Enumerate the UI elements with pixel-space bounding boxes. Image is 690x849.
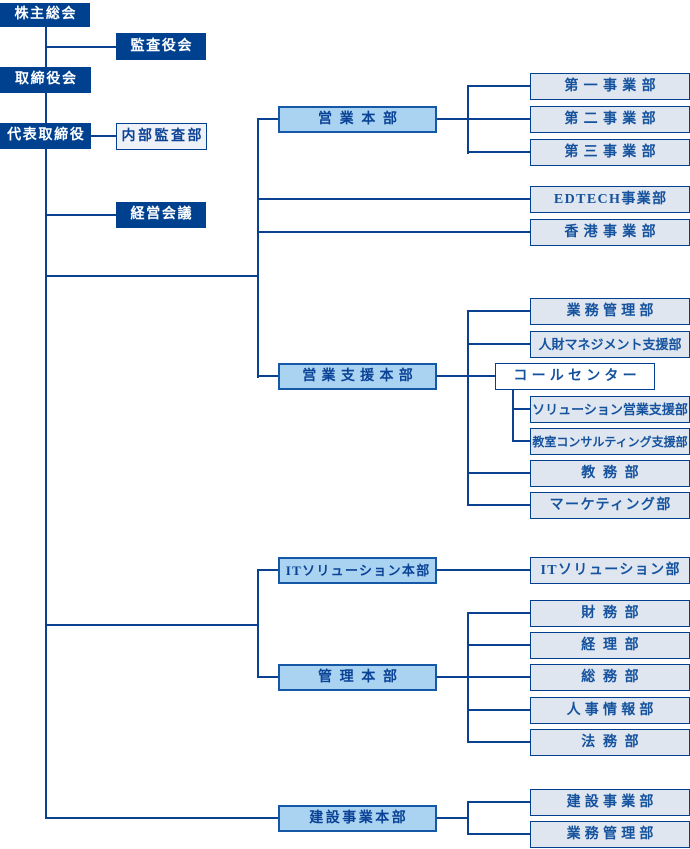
connector-construction-left [45, 817, 278, 819]
node-classroom-consulting-support: 教室コンサルティング支援部 [530, 428, 690, 455]
node-legal: 法務部 [530, 729, 690, 756]
connector-sales-hq-right [437, 118, 530, 120]
connector-construction-right [437, 817, 469, 819]
node-accounting: 経理部 [530, 632, 690, 659]
node-sales-support-hq: 営業支援本部 [278, 363, 437, 390]
connector-admin-hq-left [257, 676, 278, 678]
node-general-affairs: 総務部 [530, 664, 690, 691]
connector-hr-info [467, 709, 530, 711]
connector-div1 [467, 85, 530, 87]
node-internal-audit: 内部監査部 [116, 123, 207, 150]
node-sales-hq: 営業本部 [278, 106, 437, 133]
connector-trunk-to-sales [45, 275, 259, 277]
node-representative-director: 代表取締役 [0, 123, 91, 149]
connector-classroom [512, 440, 530, 442]
node-board-of-directors: 取締役会 [0, 67, 91, 93]
node-construction-operations-management: 業務管理部 [530, 821, 690, 848]
connector-trunk-to-it-admin [45, 624, 259, 626]
connector-main-trunk [45, 26, 47, 819]
node-it-solution-dept: ITソリューション部 [530, 557, 690, 584]
connector-it-hq-left [257, 569, 278, 571]
connector-sales-support-right [437, 375, 495, 377]
connector-construction-ops [467, 833, 530, 835]
node-edtech-division: EDTECH事業部 [530, 186, 690, 213]
connector-sales-branch [257, 118, 259, 378]
connector-mgmt-council [45, 214, 116, 216]
connector-sales-support-left [257, 375, 278, 377]
connector-div3 [467, 151, 530, 153]
connector-admin-hq-right [437, 676, 530, 678]
connector-accounting [467, 644, 530, 646]
node-finance: 財務部 [530, 600, 690, 627]
node-third-division: 第三事業部 [530, 139, 690, 166]
node-hongkong-division: 香港事業部 [530, 219, 690, 246]
connector-academic [467, 472, 530, 474]
connector-hr-support [467, 343, 530, 345]
node-construction-hq: 建設事業本部 [278, 805, 437, 832]
node-audit-board: 監査役会 [116, 33, 206, 60]
connector-it-hq-right [437, 569, 530, 571]
connector-audit-board [45, 46, 116, 48]
connector-hongkong [257, 231, 530, 233]
node-call-center: コールセンター [495, 363, 655, 390]
connector-call-center-children [512, 389, 514, 442]
connector-marketing [467, 504, 530, 506]
node-marketing: マーケティング部 [530, 492, 690, 519]
node-construction-division: 建設事業部 [530, 789, 690, 816]
connector-construction-div [467, 801, 530, 803]
node-management-council: 経営会議 [116, 202, 206, 228]
node-solution-sales-support: ソリューション営業支援部 [530, 396, 690, 423]
node-hr-management-support: 人財マネジメント支援部 [530, 331, 690, 358]
connector-edtech [257, 198, 530, 200]
connector-solution [512, 408, 530, 410]
connector-ops-mgmt [467, 310, 530, 312]
node-it-solution-hq: ITソリューション本部 [278, 557, 437, 584]
node-second-division: 第二事業部 [530, 106, 690, 133]
connector-legal [467, 741, 530, 743]
connector-internal-audit [91, 135, 116, 137]
node-operations-management: 業務管理部 [530, 298, 690, 325]
connector-it-admin-branch [257, 569, 259, 678]
node-academic-affairs: 教務部 [530, 460, 690, 487]
node-first-division: 第一事業部 [530, 73, 690, 100]
connector-finance [467, 612, 530, 614]
node-admin-hq: 管理本部 [278, 664, 437, 691]
node-shareholders-meeting: 株主総会 [0, 3, 90, 27]
connector-sales-support-children [467, 310, 469, 506]
node-hr-information: 人事情報部 [530, 697, 690, 724]
connector-sales-hq-left [257, 118, 278, 120]
